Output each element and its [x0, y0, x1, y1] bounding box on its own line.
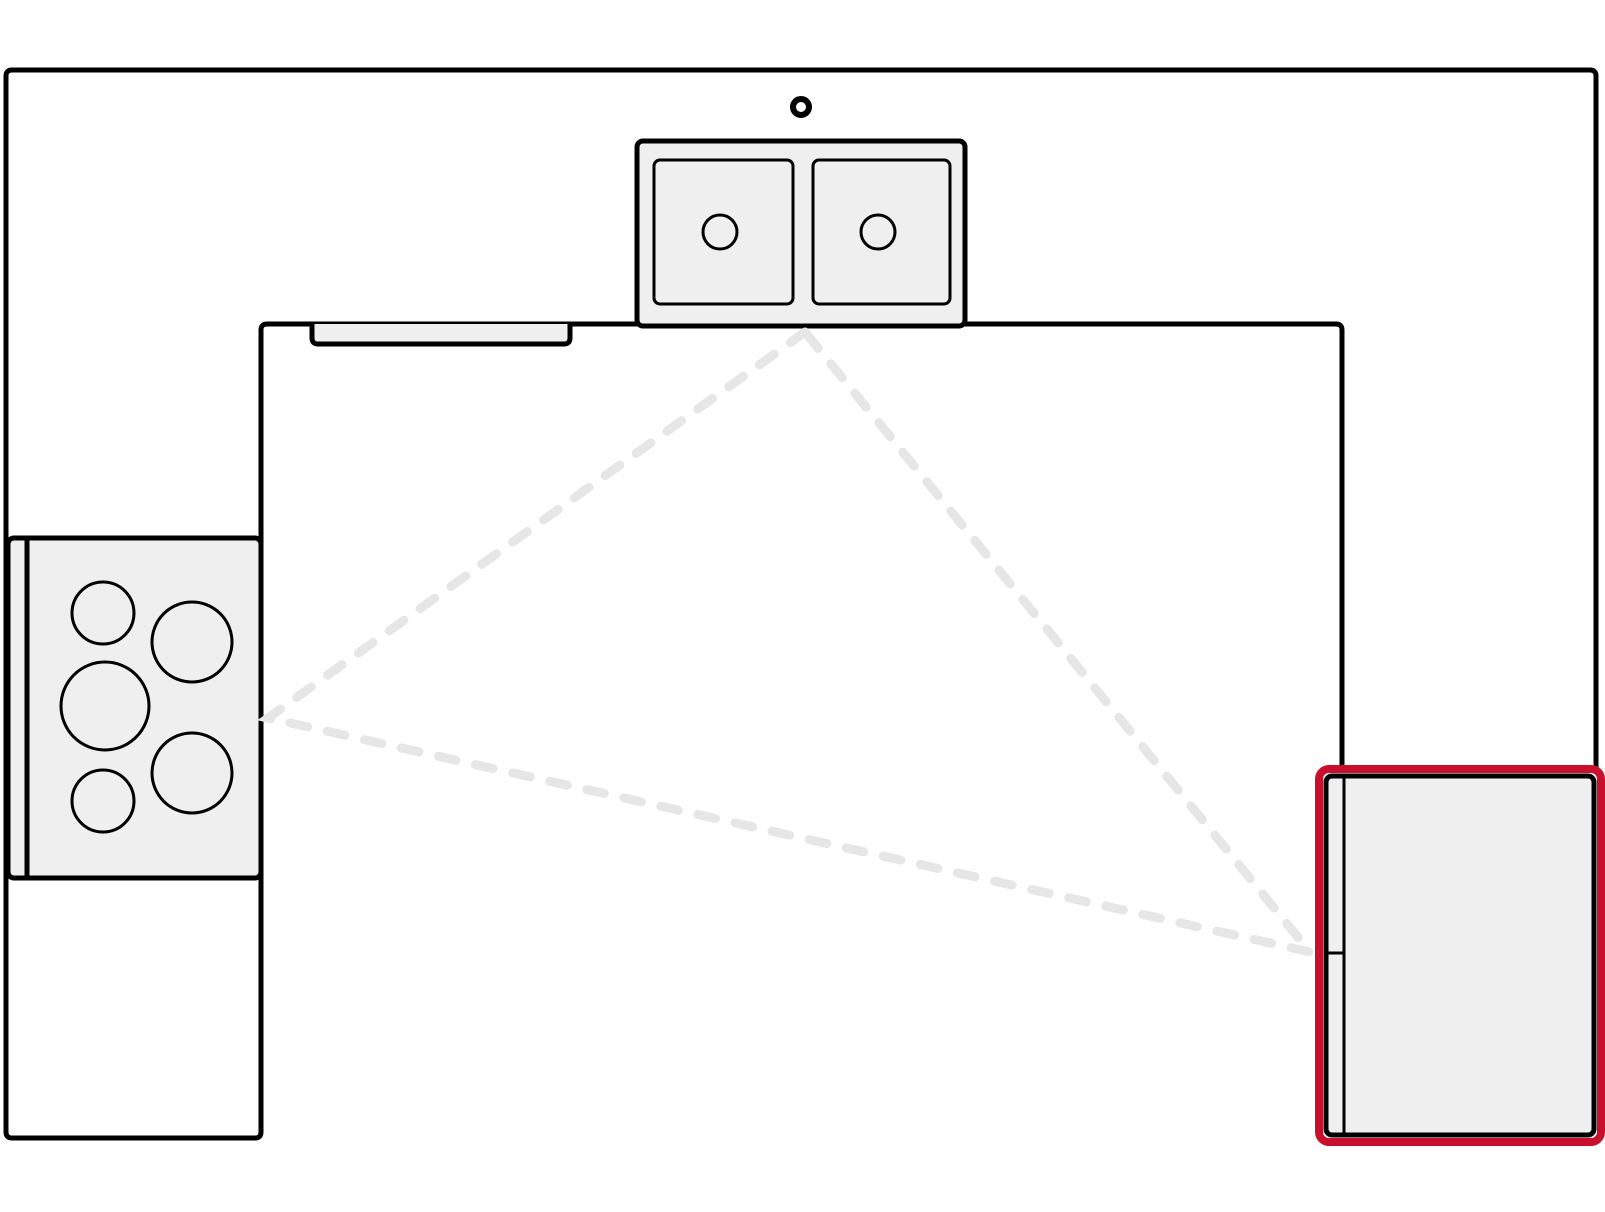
refrigerator-highlight: [1315, 765, 1605, 1146]
sink-bowl-right: [811, 158, 952, 306]
double-sink[interactable]: [634, 138, 968, 329]
drain-icon: [859, 213, 897, 251]
burner-icon: [70, 768, 136, 834]
burner-icon: [70, 580, 136, 646]
burner-icon: [150, 731, 234, 815]
cooktop[interactable]: [5, 535, 264, 881]
refrigerator[interactable]: [1315, 765, 1605, 1146]
burner-icon: [150, 600, 234, 684]
burner-icon: [59, 660, 151, 752]
work-triangle: [257, 325, 1322, 960]
faucet-icon: [790, 96, 812, 118]
drain-icon: [701, 213, 739, 251]
sink-bowl-left: [652, 158, 795, 306]
dishwasher[interactable]: [309, 324, 573, 347]
